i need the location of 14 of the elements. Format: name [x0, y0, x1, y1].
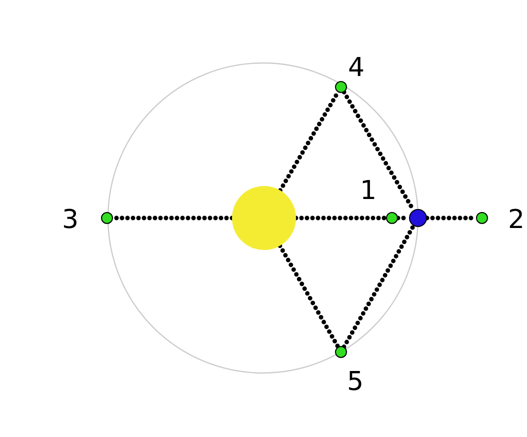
point-number: 3 [62, 207, 79, 233]
point-number: 4 [348, 55, 365, 81]
dotted-line [278, 244, 340, 350]
point-marker [101, 212, 113, 224]
planet-dot [409, 209, 427, 227]
dotted-line [294, 216, 388, 220]
point-marker [335, 346, 347, 358]
point-number: 1 [360, 178, 377, 204]
point-marker [335, 81, 347, 93]
point-marker [386, 212, 398, 224]
point-number: 2 [508, 207, 525, 233]
point-number: 5 [347, 369, 364, 395]
dotted-line [342, 224, 416, 350]
point-marker [476, 212, 488, 224]
